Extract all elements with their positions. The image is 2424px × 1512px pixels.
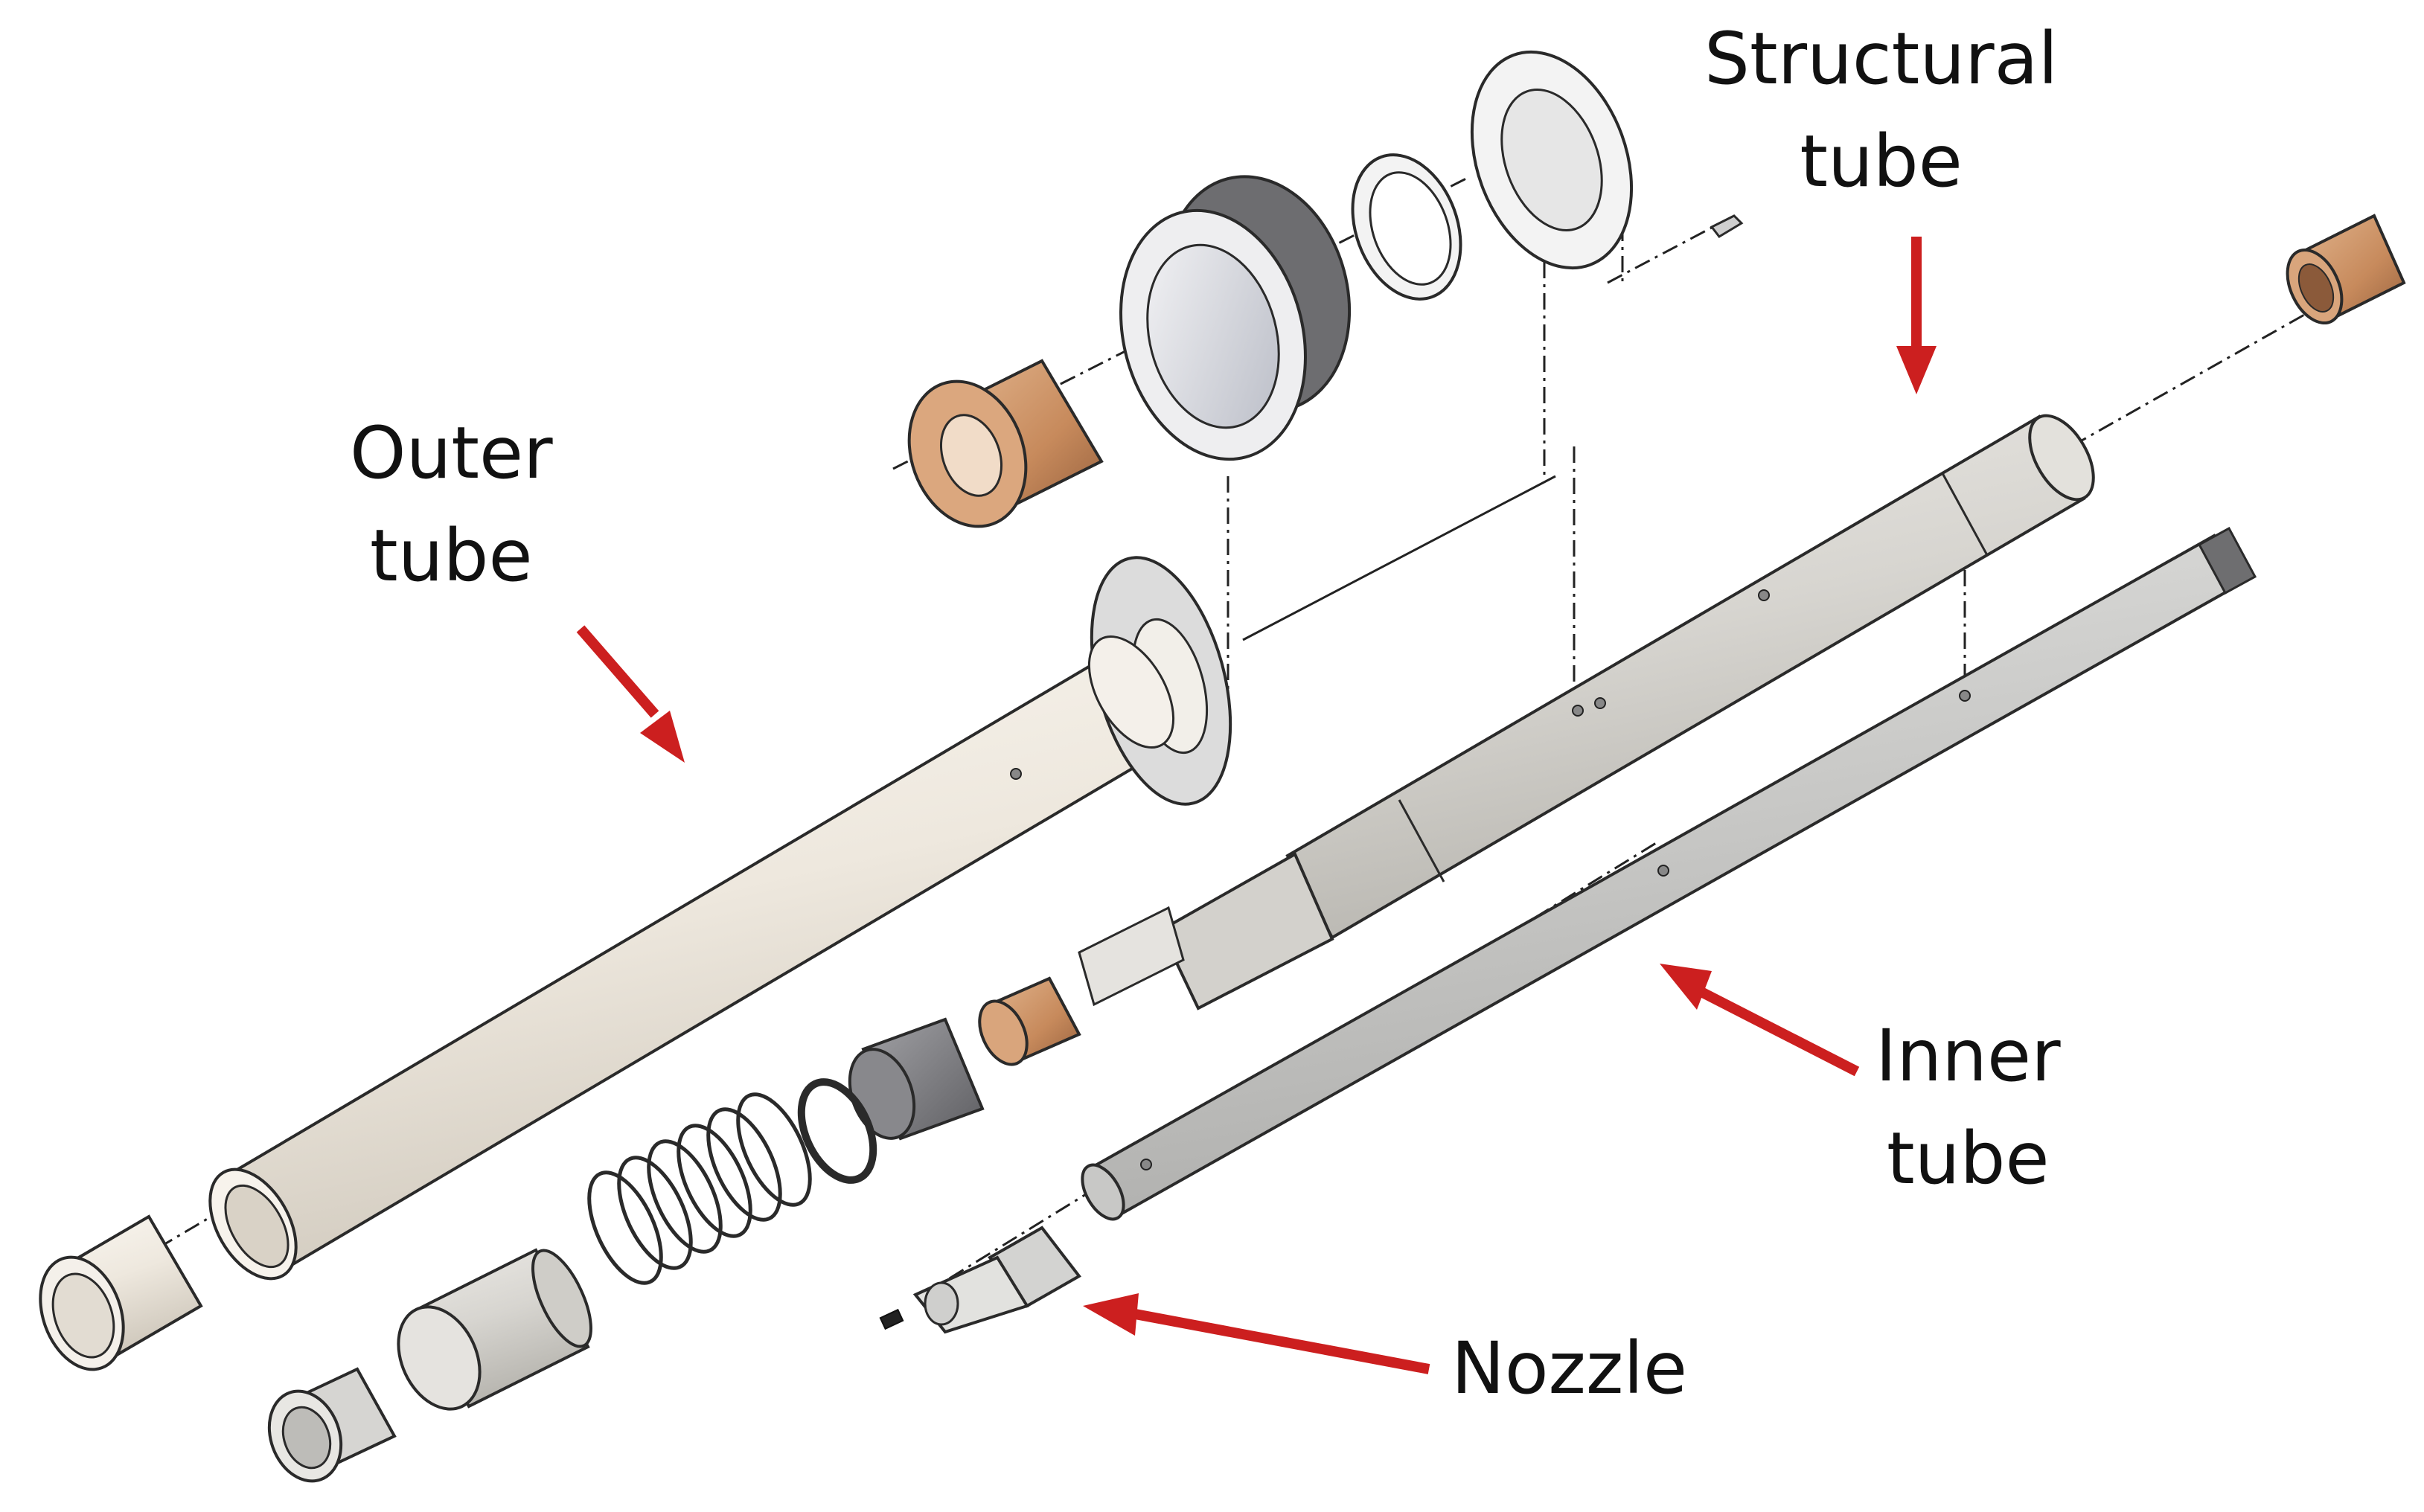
structural-tube-label-line2: tube <box>1800 120 1963 203</box>
inner-tube-label-line2: tube <box>1887 1117 2050 1200</box>
bronze-bushing-middle <box>978 976 1081 1066</box>
spring <box>587 1092 812 1285</box>
arrow-structural-tube <box>1896 237 1937 394</box>
bronze-hub <box>907 359 1104 528</box>
inner-tube-label-line1: Inner <box>1875 1014 2061 1098</box>
structural-tube-label: Structural tube <box>1704 7 2058 213</box>
lower-sleeve <box>397 1248 592 1411</box>
nozzle-label: Nozzle <box>1451 1317 1687 1420</box>
label-arrows <box>576 237 1937 1374</box>
top-plate <box>1470 50 1634 270</box>
arrow-outer-tube <box>576 625 685 763</box>
outer-tube <box>208 653 1163 1281</box>
outer-tube-label-line2: tube <box>370 514 533 598</box>
dark-bushing <box>848 1017 985 1141</box>
structural-tube-label-line1: Structural <box>1704 17 2059 100</box>
inner-tube-label: Inner tube <box>1875 1005 2061 1210</box>
retaining-ring <box>797 1078 877 1184</box>
nozzle-label-text: Nozzle <box>1451 1327 1688 1410</box>
bronze-bushing-top <box>2286 214 2406 325</box>
small-screw <box>1710 214 1744 238</box>
inner-tube <box>1081 526 2257 1221</box>
outer-end-cap <box>39 1214 203 1371</box>
arrow-inner-tube <box>1660 964 1860 1077</box>
outer-tube-label: Outer tube <box>350 402 553 607</box>
outer-tube-label-line1: Outer <box>350 411 553 495</box>
lower-nut <box>267 1367 397 1483</box>
structural-tube <box>1078 414 2095 1010</box>
nozzle-part <box>879 1226 1081 1334</box>
guide-line <box>1242 475 1556 641</box>
thin-ring <box>1351 153 1462 301</box>
flange <box>1087 556 1232 806</box>
arrow-nozzle <box>1083 1293 1430 1374</box>
timing-pulley <box>1119 175 1352 461</box>
